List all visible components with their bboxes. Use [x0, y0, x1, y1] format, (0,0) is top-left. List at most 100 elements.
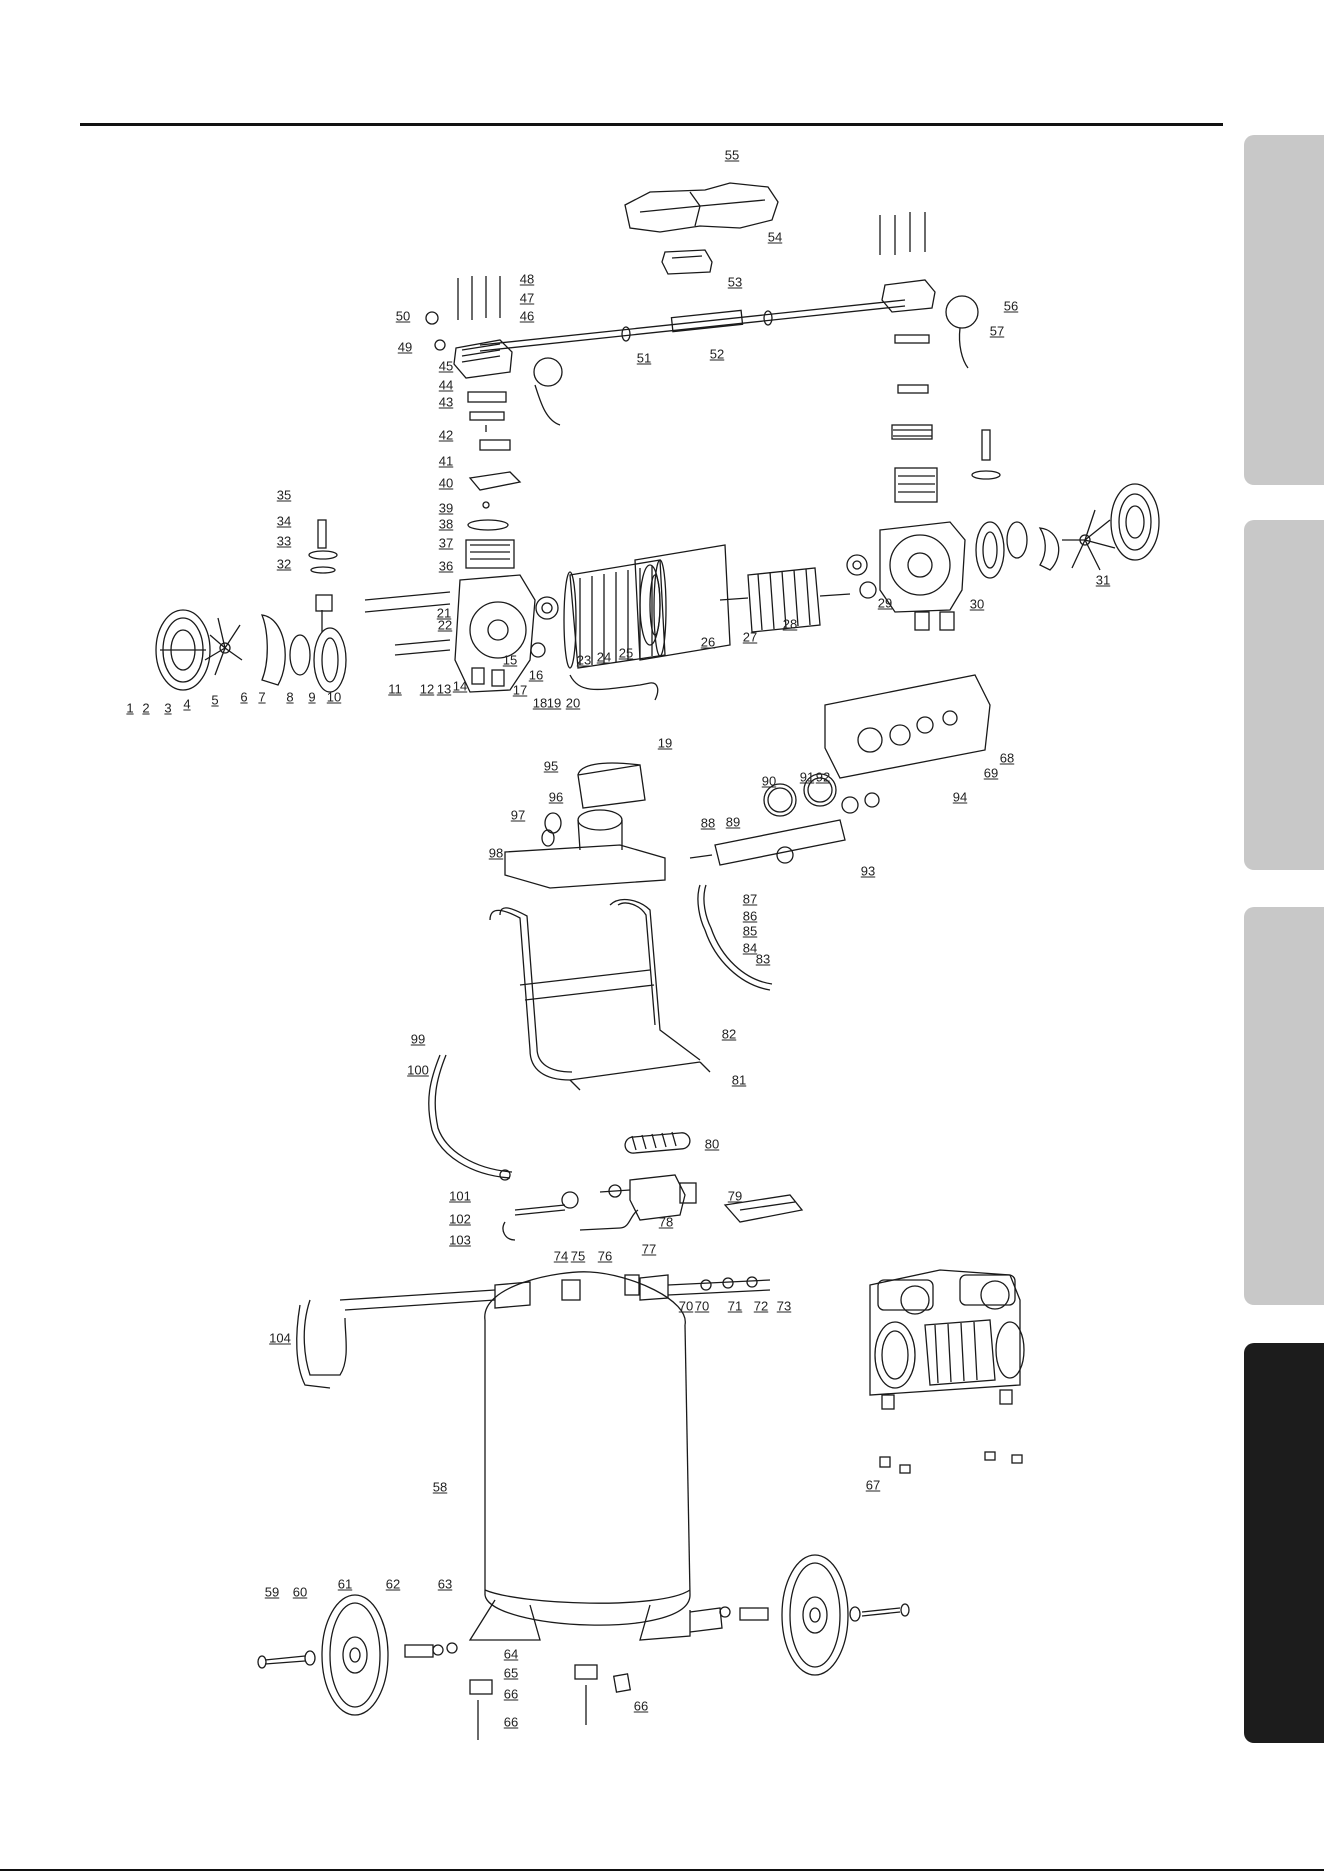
filter-element — [624, 1131, 691, 1154]
callout-29: 29 — [877, 595, 893, 611]
callout-57: 57 — [989, 323, 1005, 339]
pressure-switch — [599, 1174, 697, 1221]
callout-28: 28 — [782, 616, 798, 632]
callout-88: 88 — [700, 815, 716, 831]
callout-81: 81 — [731, 1072, 747, 1088]
tank-handle — [296, 1289, 496, 1389]
callout-2: 2 — [142, 700, 150, 716]
left-fan — [204, 617, 243, 676]
callout-15: 15 — [502, 652, 518, 668]
callout-25: 25 — [618, 645, 634, 661]
callout-49: 49 — [397, 339, 413, 355]
callout-27: 27 — [742, 629, 758, 645]
callout-51: 51 — [636, 350, 652, 366]
callout-46: 46 — [519, 308, 535, 324]
callout-77: 77 — [641, 1241, 657, 1257]
callout-50: 50 — [395, 308, 411, 324]
callout-35: 35 — [276, 487, 292, 503]
callout-32: 32 — [276, 556, 292, 572]
callout-48: 48 — [519, 271, 535, 287]
callout-24: 24 — [596, 649, 612, 665]
callout-94: 94 — [952, 789, 968, 805]
callout-86: 86 — [742, 908, 758, 924]
tank-feet — [468, 1599, 723, 1641]
callout-87: 87 — [742, 891, 758, 907]
callout-91: 91 — [799, 769, 815, 785]
callout-52: 52 — [709, 346, 725, 362]
callout-66a: 66 — [503, 1686, 519, 1702]
callout-30: 30 — [969, 596, 985, 612]
section-tab-2[interactable] — [1244, 520, 1324, 870]
callout-98: 98 — [488, 845, 504, 861]
callout-54: 54 — [767, 229, 783, 245]
callout-100: 100 — [407, 1062, 429, 1078]
left-connecting-rod — [289, 519, 347, 693]
callout-72: 72 — [753, 1298, 769, 1314]
callout-22: 22 — [437, 617, 453, 633]
tube-76 — [579, 1209, 639, 1231]
gauge-manifold — [689, 773, 880, 866]
unloader-tube-left — [428, 1054, 513, 1181]
callout-79: 79 — [727, 1188, 743, 1204]
left-valve-stack — [465, 391, 522, 569]
motor-bearings — [535, 554, 877, 620]
callout-5: 5 — [211, 692, 219, 708]
left-through-bolts — [364, 591, 451, 656]
callout-56: 56 — [1003, 298, 1019, 314]
callout-16: 16 — [528, 667, 544, 683]
callout-93: 93 — [860, 863, 876, 879]
air-tank — [484, 1271, 691, 1626]
right-connecting-rod — [971, 429, 1028, 579]
callout-104: 104 — [269, 1330, 291, 1346]
right-crankcase — [879, 521, 966, 631]
callout-41: 41 — [438, 453, 454, 469]
section-tab-1[interactable] — [1244, 135, 1324, 485]
top-bracket — [661, 249, 713, 275]
left-fan-guard — [155, 609, 211, 691]
callout-42: 42 — [438, 427, 454, 443]
callout-59: 59 — [264, 1584, 280, 1600]
callout-99: 99 — [410, 1031, 426, 1047]
callout-76: 76 — [597, 1248, 613, 1264]
capacitor-assembly — [504, 762, 666, 889]
right-wheel — [781, 1554, 849, 1676]
left-cylinder-head — [425, 276, 563, 426]
callout-103: 103 — [449, 1232, 471, 1248]
callout-71: 71 — [727, 1298, 743, 1314]
callout-80: 80 — [704, 1136, 720, 1152]
right-fan-assembly — [1038, 483, 1160, 571]
callout-61: 61 — [337, 1576, 353, 1592]
right-cylinder-head — [879, 212, 979, 503]
callout-44: 44 — [438, 377, 454, 393]
callout-11: 11 — [388, 681, 402, 697]
callout-92: 92 — [815, 769, 831, 785]
tank-feet-hardware — [469, 1664, 632, 1740]
callout-84: 84 — [742, 940, 758, 956]
air-hose — [697, 884, 773, 991]
callout-37: 37 — [438, 535, 454, 551]
callout-96: 96 — [548, 789, 564, 805]
callout-39: 39 — [438, 500, 454, 516]
callout-60: 60 — [292, 1584, 308, 1600]
transfer-tube — [479, 299, 906, 352]
callout-65: 65 — [503, 1665, 519, 1681]
callout-17: 17 — [512, 682, 528, 698]
callout-47: 47 — [519, 290, 535, 306]
callout-10: 10 — [326, 689, 342, 705]
callout-85: 85 — [742, 923, 758, 939]
callout-21: 21 — [436, 605, 452, 621]
callout-12: 12 — [419, 681, 435, 697]
callout-45: 45 — [438, 358, 454, 374]
section-tab-4-active[interactable] — [1244, 1343, 1324, 1743]
callout-101: 101 — [449, 1188, 471, 1204]
callout-4: 4 — [183, 696, 191, 712]
callout-70b: 70 — [694, 1298, 710, 1314]
callout-38: 38 — [438, 516, 454, 532]
callout-82: 82 — [721, 1026, 737, 1042]
callout-69: 67 — [865, 1477, 881, 1493]
header-rule — [80, 123, 1223, 126]
left-crankcase — [454, 574, 536, 693]
section-tab-3[interactable] — [1244, 907, 1324, 1305]
